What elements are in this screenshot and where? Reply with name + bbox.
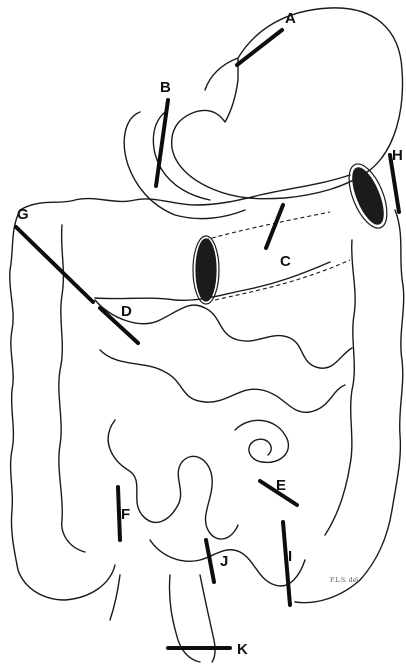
appendix xyxy=(110,575,120,620)
colon-section-right xyxy=(347,164,390,228)
label-g: G xyxy=(17,206,29,223)
cut-marker-c xyxy=(266,205,283,248)
artist-signature: F.L.S. del. xyxy=(330,577,360,584)
label-d: D xyxy=(121,303,132,320)
label-a: A xyxy=(285,10,296,27)
label-j: J xyxy=(220,553,228,570)
cut-marker-b xyxy=(156,100,168,186)
small-intestine-mid-loops xyxy=(100,350,345,412)
cut-marker-f xyxy=(118,487,120,540)
cut-marker-j xyxy=(206,540,214,582)
transverse-colon-top xyxy=(20,175,350,210)
label-c: C xyxy=(280,253,291,270)
label-i: I xyxy=(288,548,292,565)
stomach-outline xyxy=(172,8,403,199)
label-h: H xyxy=(392,147,403,164)
ascending-colon-outer xyxy=(10,210,115,600)
cut-marker-d xyxy=(100,308,138,343)
small-intestine-lower-right-loops xyxy=(235,420,288,462)
cut-marker-a xyxy=(237,30,282,65)
descending-colon-outer xyxy=(295,210,404,603)
stomach-inner-fold xyxy=(205,58,238,90)
label-e: E xyxy=(276,477,286,494)
label-f: F xyxy=(121,506,130,523)
cut-marker-g xyxy=(16,227,93,302)
label-b: B xyxy=(160,79,171,96)
colon-section-left xyxy=(196,239,216,301)
small-intestine-upper-loops xyxy=(95,300,352,368)
label-k: K xyxy=(237,641,248,658)
